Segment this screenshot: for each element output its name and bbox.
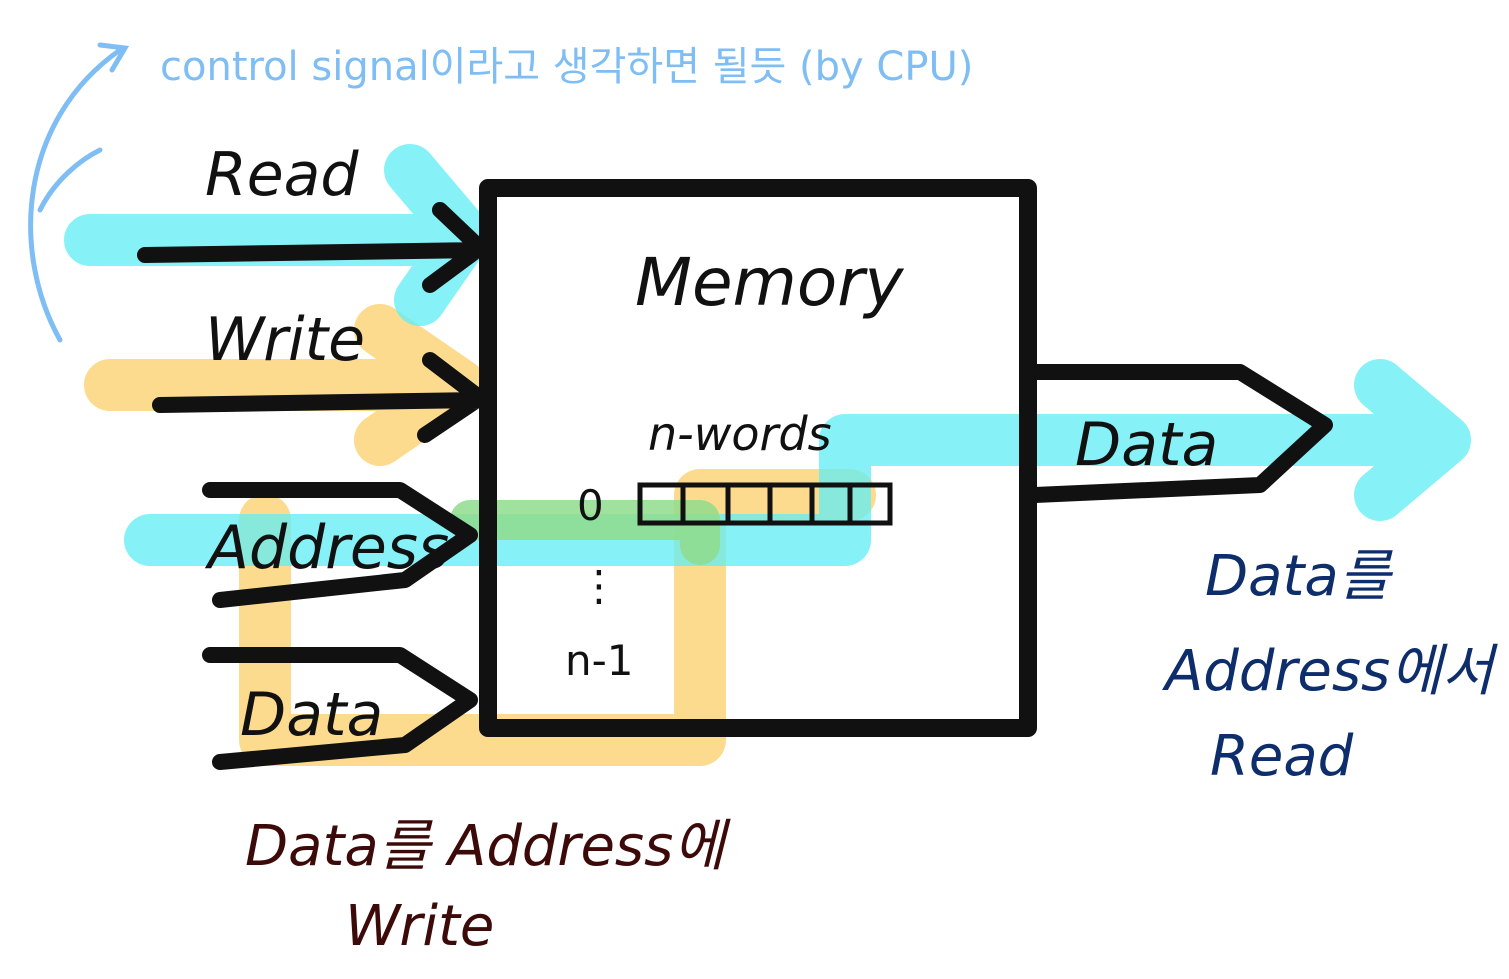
write-note-line2: Write	[345, 894, 494, 959]
control-annotation	[28, 42, 130, 343]
data-in-label: Data	[240, 680, 383, 750]
write-label: Write	[205, 305, 365, 375]
address-overlap-highlight	[450, 500, 720, 565]
read-note-line3: Read	[1210, 724, 1354, 789]
read-note-line1: Data를	[1205, 544, 1394, 609]
control-curve	[28, 47, 123, 343]
address-bus	[202, 482, 478, 608]
read-note-line2: Address에서	[1162, 639, 1499, 704]
memory-box	[479, 179, 1037, 737]
control-tick	[37, 147, 103, 213]
data-out-label: Data	[1075, 410, 1218, 480]
word-row	[637, 482, 893, 526]
address-label: Address	[204, 513, 449, 583]
index-start: 0	[577, 481, 604, 530]
n-words-label: n-words	[648, 407, 832, 461]
index-dots: ⋮	[578, 561, 620, 610]
data-in-bus	[202, 647, 478, 770]
data-out-bus	[1027, 364, 1333, 503]
control-arrowhead	[97, 42, 130, 73]
word-row-frame	[637, 482, 893, 526]
read-label: Read	[205, 140, 359, 210]
index-end: n-1	[565, 636, 634, 685]
memory-title: Memory	[635, 244, 904, 321]
write-note-line1: Data를 Address에	[245, 814, 731, 879]
control-signal-note: control signal이라고 생각하면 될듯 (by CPU)	[160, 44, 973, 90]
